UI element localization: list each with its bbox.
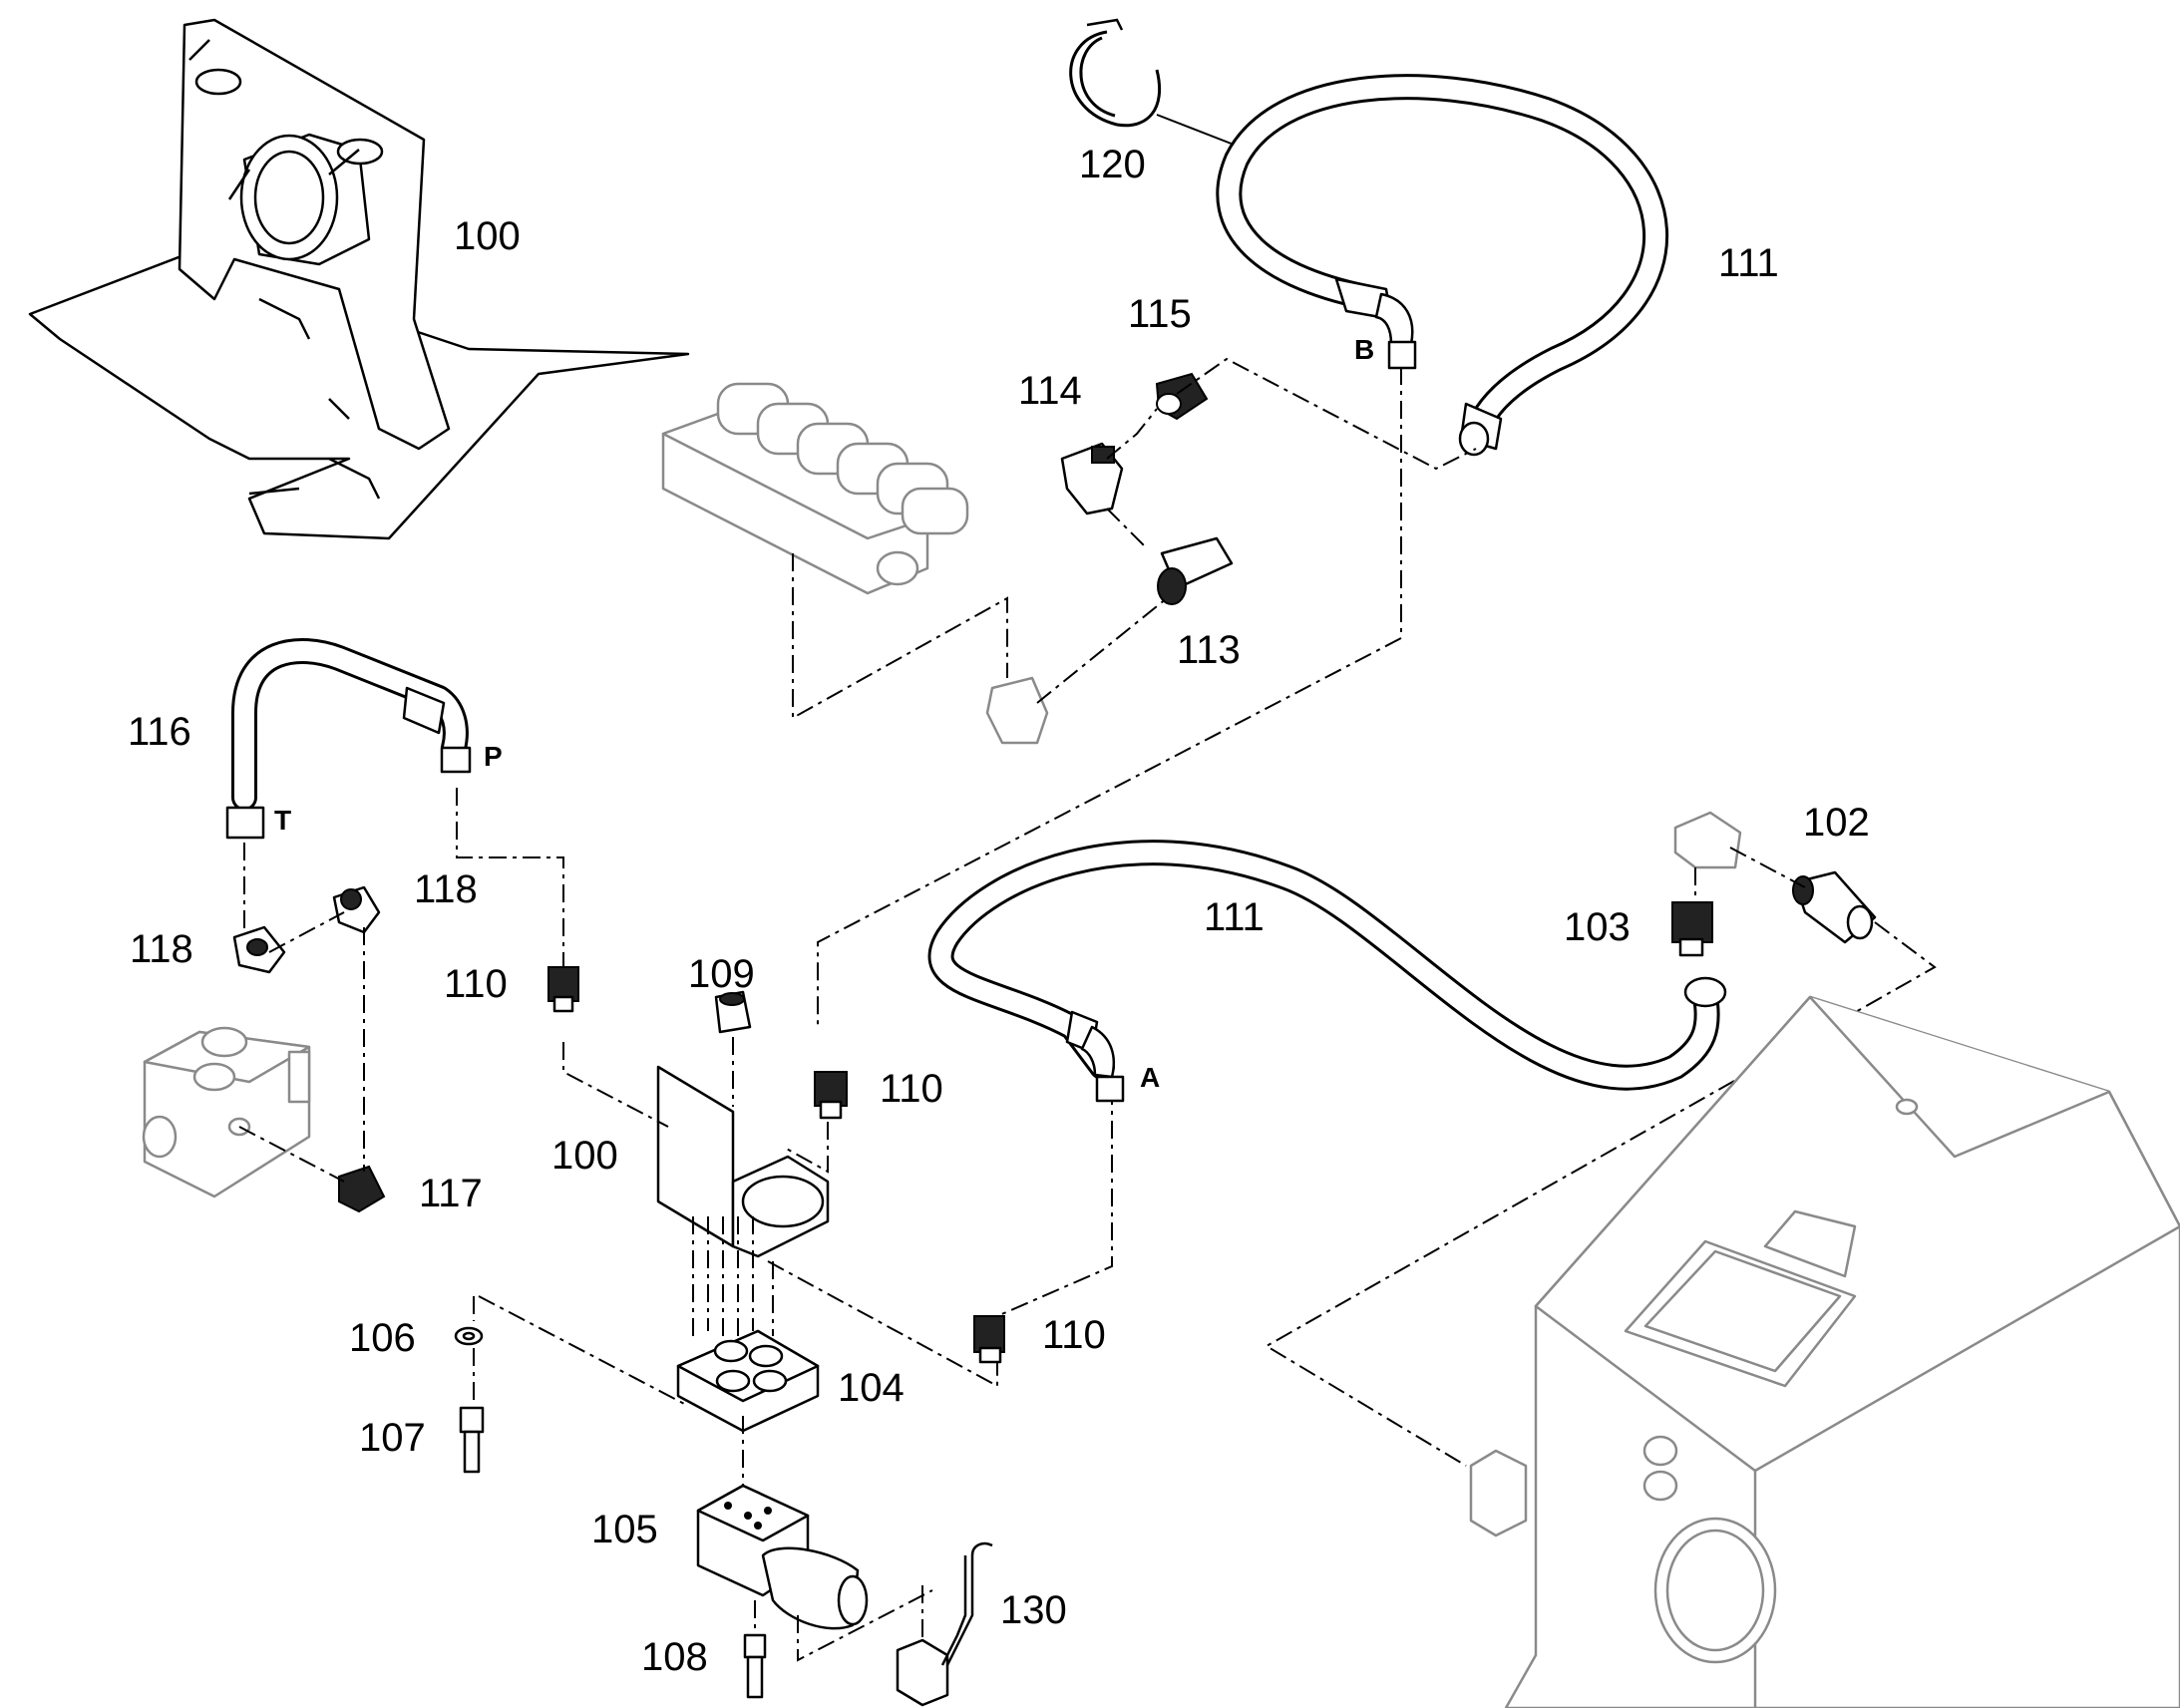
hydraulic-hose-middle (927, 840, 1727, 1103)
control-valve-block-gray (142, 1026, 311, 1198)
circlip-part (1069, 18, 1248, 151)
callout-110-b: 110 (880, 1067, 943, 1111)
callout-118-a: 118 (130, 927, 193, 971)
callout-116: 116 (128, 710, 191, 754)
fitting-118-left (232, 925, 286, 974)
callout-110-a: 110 (444, 962, 508, 1006)
fitting-113 (1157, 536, 1234, 605)
callout-102: 102 (1803, 801, 1870, 845)
callout-117: 117 (419, 1172, 483, 1215)
connector-130 (896, 1541, 993, 1707)
callout-103: 103 (1564, 905, 1631, 949)
callout-108: 108 (641, 1635, 708, 1679)
callout-109: 109 (688, 952, 755, 996)
hydraulic-hose-upper (1216, 74, 1668, 457)
port-label-T: T (274, 805, 291, 836)
bolt-108 (743, 1633, 767, 1699)
port-label-B: B (1354, 334, 1374, 365)
elbow-fitting-gray (985, 676, 1049, 745)
washer-106 (454, 1326, 484, 1346)
callout-113: 113 (1177, 628, 1241, 672)
plug-109 (714, 990, 752, 1034)
fitting-114-elbow (1060, 442, 1124, 515)
callout-106: 106 (349, 1316, 416, 1360)
callout-118-b: 118 (414, 867, 478, 911)
callout-120: 120 (1079, 143, 1146, 186)
callout-100-plate: 100 (551, 1134, 618, 1178)
valve-manifold-block (661, 382, 969, 595)
callout-110-c: 110 (1042, 1313, 1106, 1357)
fitting-117 (338, 1165, 386, 1213)
fitting-118-right (332, 885, 381, 934)
nipple-110-upper (547, 966, 579, 1013)
solenoid-valve-105 (696, 1484, 869, 1630)
fitting-103 (1671, 901, 1713, 957)
fitting-102-tee (1792, 870, 1877, 944)
callout-104: 104 (838, 1366, 905, 1410)
mounting-plate-part (656, 1065, 830, 1258)
port-label-P: P (484, 741, 503, 772)
fitting-115 (1155, 372, 1209, 421)
bolt-107 (459, 1406, 485, 1474)
port-label-A: A (1140, 1062, 1160, 1093)
callout-105: 105 (591, 1508, 658, 1551)
callout-107: 107 (359, 1416, 426, 1460)
callout-111-mid: 111 (1204, 895, 1265, 939)
hydraulic-hose-left (225, 638, 472, 840)
callout-114: 114 (1018, 369, 1082, 413)
callout-111-top: 111 (1718, 241, 1779, 285)
nipple-110-middle (814, 1071, 848, 1120)
hydraulic-tank-part (1469, 995, 2180, 1708)
callout-100-frame: 100 (454, 214, 521, 258)
frame-stand-part (28, 18, 690, 540)
callout-115: 115 (1128, 292, 1192, 336)
elbow-fitting-gray-right (1673, 811, 1742, 869)
nipple-110-lower (973, 1315, 1005, 1364)
subplate-104 (676, 1329, 820, 1433)
callout-130: 130 (1000, 1588, 1067, 1632)
